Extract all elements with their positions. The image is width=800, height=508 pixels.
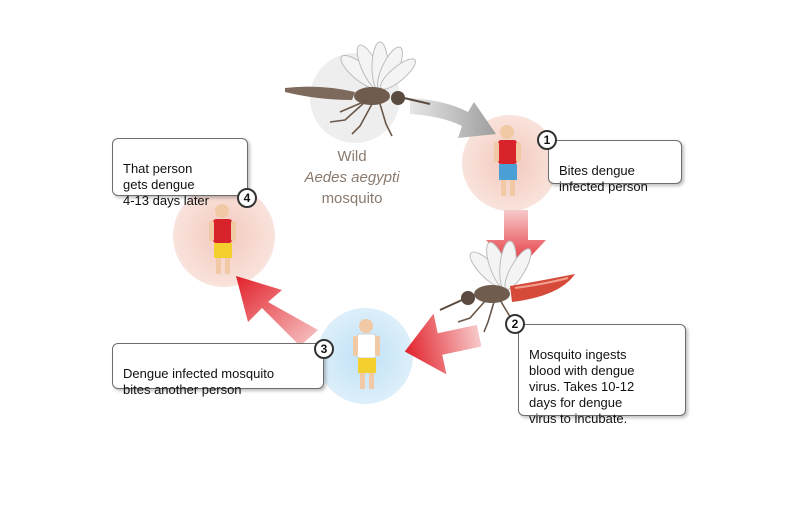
step3-text: Dengue infected mosquito bites another p… [123, 366, 275, 397]
arrow-step2-to-step3 [404, 313, 482, 375]
center-label: Wild Aedes aegypti mosquito [262, 146, 442, 209]
person-step3-icon [353, 319, 380, 389]
center-label-line3: mosquito [321, 190, 383, 207]
arrow-wild-to-step1 [410, 98, 496, 138]
step2-badge: 2 [505, 314, 525, 334]
step1-text: Bites dengue infected person [559, 163, 648, 194]
step1-callout: Bites dengue infected person [548, 140, 682, 194]
step2-callout: Mosquito ingests blood with dengue virus… [518, 324, 686, 426]
step3-badge: 3 [314, 339, 334, 359]
center-label-line1: Wild [337, 148, 367, 165]
arrow-step1-to-step2 [486, 210, 546, 272]
step4-badge: 4 [237, 188, 257, 208]
step3-callout: Dengue infected mosquito bites another p… [112, 343, 324, 397]
person-step1-icon [494, 125, 521, 196]
center-label-species: Aedes aegypti [304, 169, 400, 186]
arrow-step3-to-step4 [236, 276, 318, 346]
infected-mosquito-icon [439, 240, 575, 333]
step2-text: Mosquito ingests blood with dengue virus… [529, 347, 635, 426]
step4-callout: That person gets dengue 4-13 days later [112, 138, 248, 208]
step4-text: That person gets dengue 4-13 days later [123, 161, 209, 208]
person-step4-icon [209, 204, 236, 274]
step1-badge: 1 [537, 130, 557, 150]
wild-mosquito-icon [285, 41, 431, 137]
